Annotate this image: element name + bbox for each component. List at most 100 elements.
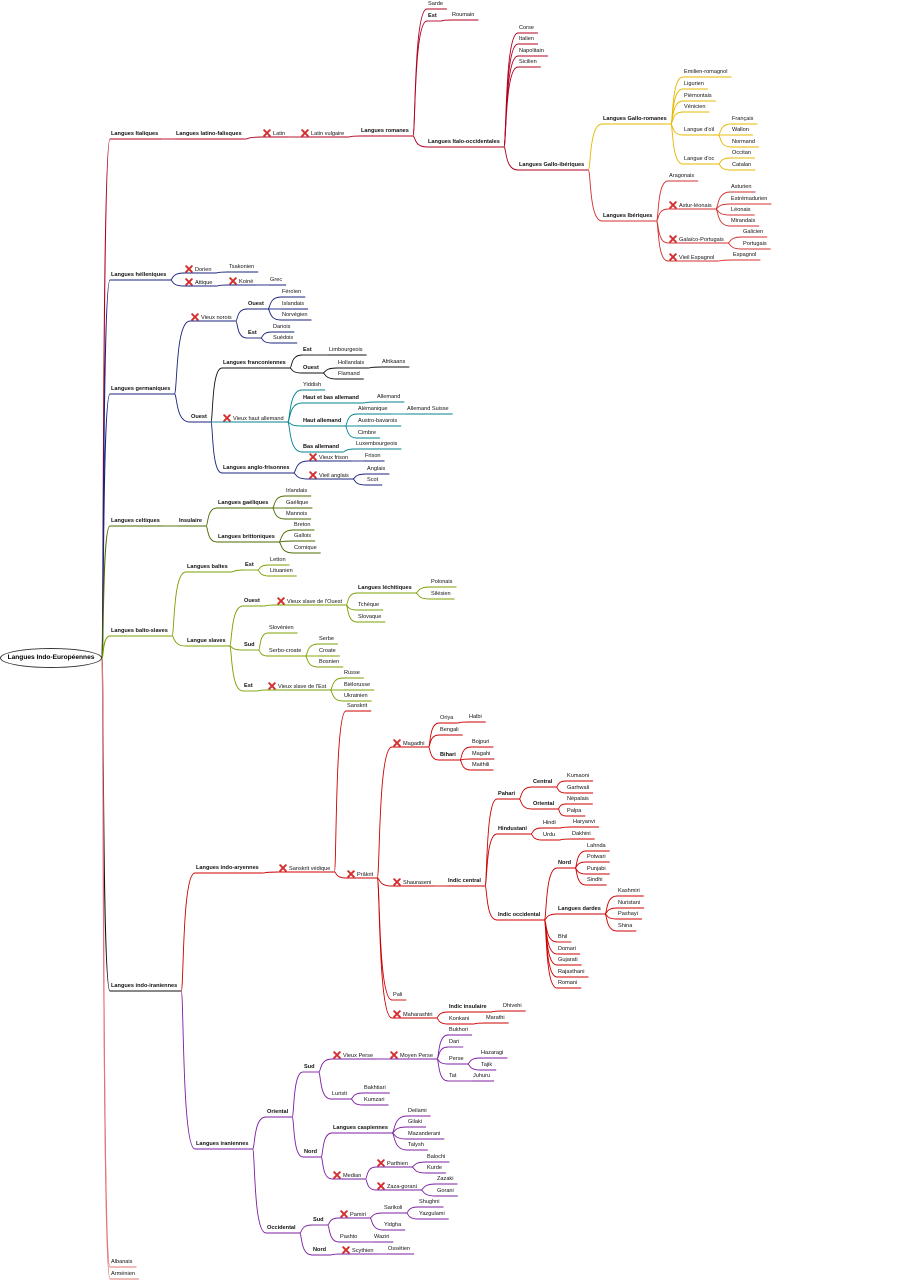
node-n161[interactable]: Marathi [485,1015,508,1022]
node-n88[interactable]: Cornique [293,545,320,552]
node-n27[interactable]: Langues Ibériques [602,213,655,220]
node-n164[interactable]: Sud [303,1064,318,1071]
node-n9[interactable]: Langues Italo-occidentales [427,139,503,146]
node-n147[interactable]: Kashmiri [617,888,643,895]
node-n54[interactable]: Ouest [190,414,210,421]
node-n82[interactable]: Irlandais [285,488,310,495]
node-n11[interactable]: Italien [518,36,537,43]
node-n180[interactable]: Gilaki [407,1119,425,1126]
node-n21[interactable]: Français [731,116,756,123]
node-n170[interactable]: Hazaragi [480,1050,506,1057]
node-n158[interactable]: Indic insulaire [448,1004,490,1011]
node-n110[interactable]: Russe [343,670,363,677]
node-n118[interactable]: Magadhi [392,739,427,748]
node-n16[interactable]: Emilien-romagnol [683,69,731,76]
node-n26[interactable]: Catalan [731,162,754,169]
node-n186[interactable]: Kurde [426,1165,445,1172]
node-n65[interactable]: Allemand [376,394,403,401]
node-n146[interactable]: Langues dardes [557,906,604,913]
node-n187[interactable]: Zaza-gorani [376,1182,420,1191]
node-n70[interactable]: Cimbre [357,430,379,437]
node-n172[interactable]: Tat [448,1073,459,1080]
node-n18[interactable]: Piémontais [683,93,715,100]
node-n14[interactable]: Langues Gallo-ibériques [518,162,587,169]
node-n120[interactable]: Halbi [468,714,485,721]
node-n142[interactable]: Lahnda [586,843,609,850]
node-n37[interactable]: Vieil Espagnol [668,253,717,262]
node-n185[interactable]: Balochi [426,1154,448,1161]
node-n151[interactable]: Bhil [557,934,570,941]
node-n45[interactable]: Langues germaniques [110,386,173,393]
root-node[interactable]: Langues Indo-Européennes [0,648,102,668]
node-n102[interactable]: Sud [243,642,258,649]
node-n17[interactable]: Ligurien [683,81,707,88]
node-n133[interactable]: Népalais [566,796,592,803]
node-n177[interactable]: Nord [303,1149,320,1156]
node-n8[interactable]: Roumain [451,12,477,19]
node-n181[interactable]: Mazanderani [407,1131,443,1138]
node-n55[interactable]: Langues franconiennes [222,360,289,367]
node-n182[interactable]: Talysh [407,1142,427,1149]
node-n95[interactable]: Ouest [243,598,263,605]
node-n165[interactable]: Vieux Perse [332,1051,376,1060]
node-n80[interactable]: Insulaire [178,518,205,525]
node-n201[interactable]: Ossétien [387,1246,413,1253]
node-n173[interactable]: Juhuru [472,1073,493,1080]
node-n121[interactable]: Bengali [439,727,462,734]
node-n104[interactable]: Serbo-croate [268,648,304,655]
node-n24[interactable]: Langue d'oc [683,156,717,163]
node-n154[interactable]: Rajasthani [557,969,587,976]
node-n155[interactable]: Romani [557,980,580,987]
node-n89[interactable]: Langues balto-slaves [110,628,171,635]
node-n112[interactable]: Ukrainien [343,693,371,700]
node-n58[interactable]: Ouest [302,365,322,372]
node-n46[interactable]: Vieux norois [190,313,235,322]
node-n62[interactable]: Vieux haut allemand [222,414,287,423]
node-n130[interactable]: Kumaoni [566,773,592,780]
node-n53[interactable]: Suédois [272,335,296,342]
node-n141[interactable]: Nord [557,860,574,867]
node-n71[interactable]: Bas allemand [302,444,342,451]
node-n79[interactable]: Langues celtiques [110,518,163,525]
node-n52[interactable]: Danois [272,324,293,331]
node-n76[interactable]: Vieil anglais [308,471,352,480]
node-n191[interactable]: Sud [312,1217,327,1224]
node-n193[interactable]: Sarikoli [383,1205,405,1212]
node-n115[interactable]: Sanskrit védique [278,864,333,873]
node-n97[interactable]: Langues léchitiques [357,585,415,592]
node-n23[interactable]: Normand [731,139,758,146]
node-n190[interactable]: Occidental [266,1225,299,1232]
node-n135[interactable]: Hindustani [497,826,530,833]
node-n114[interactable]: Langues indo-aryennes [195,865,262,872]
node-n40[interactable]: Dorien [184,265,214,274]
node-n192[interactable]: Pamiri [339,1210,369,1219]
node-n63[interactable]: Yiddish [302,382,324,389]
node-n7[interactable]: Est [427,13,440,20]
node-n106[interactable]: Croate [318,648,339,655]
node-n99[interactable]: Silésien [430,591,454,598]
node-n67[interactable]: Alémanique [357,406,391,413]
node-n198[interactable]: Waziri [373,1234,392,1241]
node-n48[interactable]: Féroïen [281,289,304,296]
node-n184[interactable]: Parthien [376,1159,411,1168]
node-n41[interactable]: Tsakonien [228,264,257,271]
node-n127[interactable]: Indic central [447,878,484,885]
node-n175[interactable]: Bakhtiari [363,1085,389,1092]
node-n35[interactable]: Galicien [742,229,766,236]
node-n109[interactable]: Vieux slave de l'Est [267,682,329,691]
node-n179[interactable]: Deilami [407,1108,430,1115]
node-n66[interactable]: Haut allemand [302,418,344,425]
node-n122[interactable]: Bihari [439,752,459,759]
node-n75[interactable]: Frison [364,453,384,460]
node-n84[interactable]: Mannois [285,511,310,518]
node-n60[interactable]: Afrikaans [381,359,408,366]
node-n4[interactable]: Latin vulgaire [300,129,347,138]
node-n28[interactable]: Aragonais [668,173,697,180]
node-n36[interactable]: Portugais [742,241,770,248]
node-n2[interactable]: Langues latino-falisques [175,131,245,138]
node-n34[interactable]: Galaïco-Portugais [668,235,727,244]
node-n183[interactable]: Median [332,1171,364,1180]
node-n194[interactable]: Shughni [418,1199,443,1206]
node-n42[interactable]: Attique [184,278,215,287]
node-n30[interactable]: Asturien [730,184,755,191]
